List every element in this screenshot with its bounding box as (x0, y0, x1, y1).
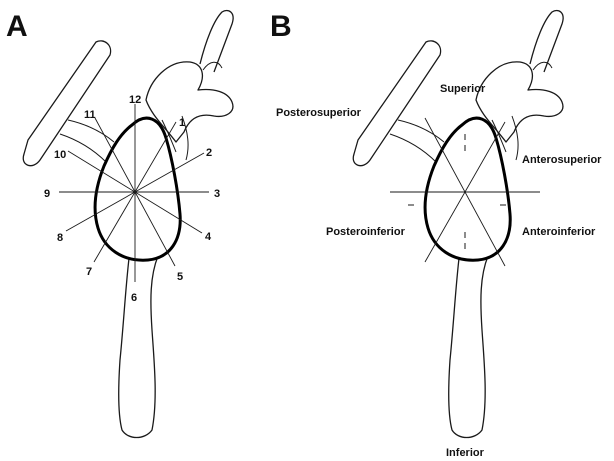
clock-number-7: 7 (86, 266, 92, 278)
region-label-superior: Superior (440, 83, 486, 95)
clock-number-12: 12 (129, 94, 141, 106)
clock-number-4: 4 (205, 231, 212, 243)
panel-a: A 1 2 3 4 5 6 7 8 9 10 11 12 (6, 10, 233, 438)
region-label-inferior: Inferior (446, 447, 485, 459)
scapula-drawing-a (23, 11, 233, 438)
scapula-drawing-b (353, 11, 563, 438)
panel-b-letter: B (270, 10, 292, 43)
clock-number-11: 11 (84, 109, 96, 121)
clock-number-1: 1 (179, 117, 185, 129)
region-label-posteroinferior: Posteroinferior (326, 226, 406, 238)
region-label-anteroinferior: Anteroinferior (522, 226, 596, 238)
panel-a-letter: A (6, 10, 28, 43)
clock-number-6: 6 (131, 292, 137, 304)
region-label-anterosuperior: Anterosuperior (522, 154, 602, 166)
clock-number-2: 2 (206, 147, 212, 159)
clock-number-10: 10 (54, 149, 66, 161)
clock-number-3: 3 (214, 188, 220, 200)
clock-number-9: 9 (44, 188, 50, 200)
region-label-posterosuperior: Posterosuperior (276, 107, 362, 119)
clock-number-5: 5 (177, 271, 183, 283)
clock-number-8: 8 (57, 232, 63, 244)
panel-b: B Superior Posterosuperior Anterosuperio… (270, 10, 602, 459)
